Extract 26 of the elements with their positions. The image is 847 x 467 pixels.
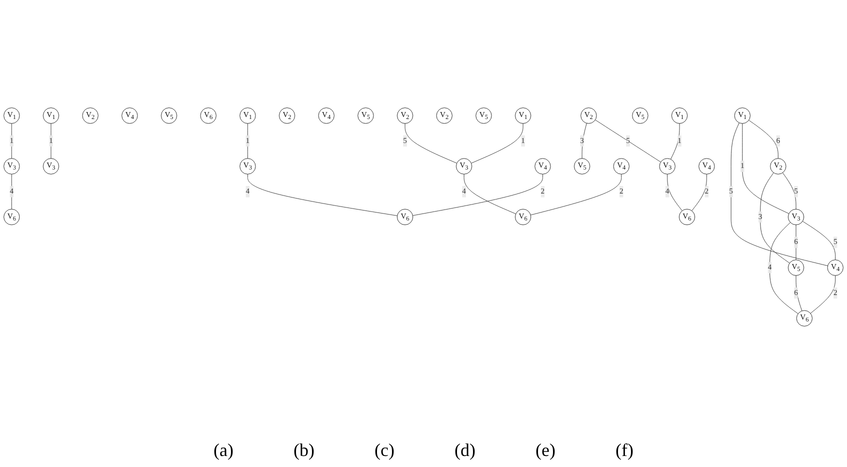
- connector: [802, 221, 836, 260]
- panel-label: (a): [214, 440, 234, 461]
- connector: [247, 174, 398, 216]
- panel-label: (f): [615, 440, 634, 461]
- connector: [730, 122, 828, 266]
- connector: [760, 172, 790, 264]
- connector: [769, 222, 798, 314]
- connector: [810, 275, 836, 314]
- connector: [464, 174, 516, 214]
- connector: [748, 120, 778, 159]
- connector: [796, 275, 802, 312]
- connector: [670, 123, 680, 160]
- connector: [595, 120, 661, 162]
- connector: [530, 174, 622, 216]
- connector: [742, 123, 790, 214]
- connector: [471, 123, 524, 164]
- connector: [404, 123, 458, 164]
- connector: [782, 172, 796, 210]
- panel-label: (c): [374, 440, 394, 461]
- connector: [11, 174, 12, 210]
- panel-label: (b): [294, 440, 315, 461]
- connector: [412, 174, 543, 216]
- panel-label: (e): [536, 440, 556, 461]
- panel-label: (d): [454, 440, 476, 461]
- connector: [667, 174, 682, 212]
- connector: [692, 174, 707, 212]
